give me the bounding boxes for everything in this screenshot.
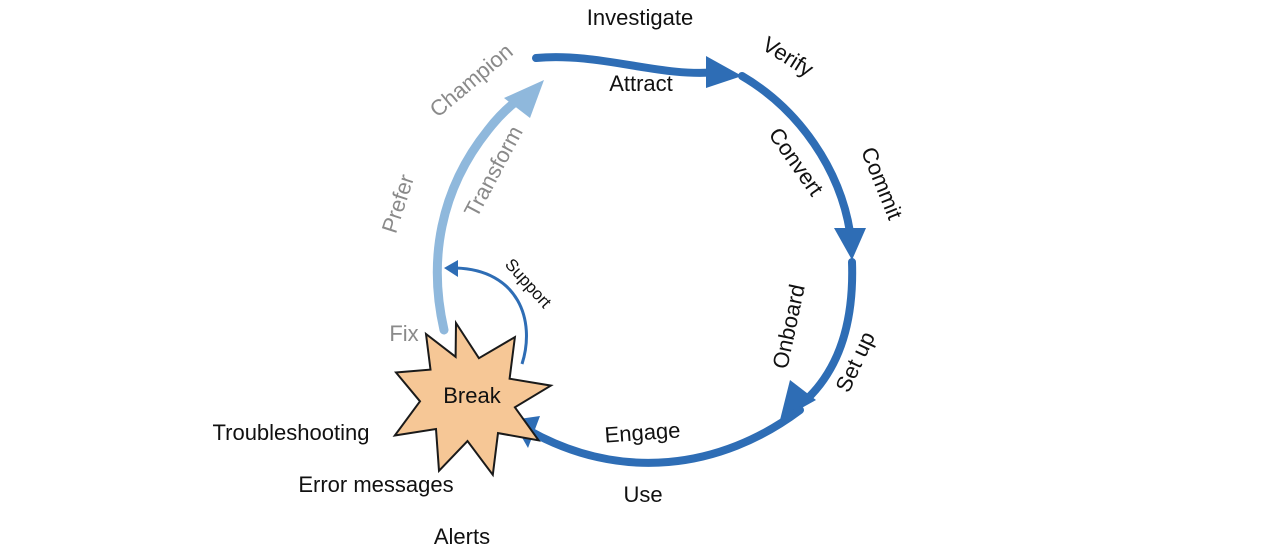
arrowhead-top xyxy=(706,56,742,88)
stage-convert: Convert xyxy=(764,123,829,200)
support-arrowhead xyxy=(444,260,458,277)
arrowhead-right-upper xyxy=(834,228,866,260)
arc-top-segment xyxy=(532,53,722,77)
stage-verify: Verify xyxy=(758,31,818,81)
break-item-error-messages: Error messages xyxy=(298,472,453,497)
arrowhead-light xyxy=(504,80,544,118)
arrowhead-right-lower xyxy=(780,380,816,420)
stage-onboard: Onboard xyxy=(768,282,810,371)
break-item-troubleshooting: Troubleshooting xyxy=(213,420,370,445)
arc-light-segment xyxy=(432,87,535,335)
stage-engage: Engage xyxy=(604,417,681,447)
break-label: Break xyxy=(443,383,501,408)
stage-prefer: Prefer xyxy=(377,171,419,236)
arc-bottom-segment xyxy=(524,406,804,467)
stage-use: Use xyxy=(623,482,662,507)
arc-right-upper-segment xyxy=(738,72,854,236)
stage-support: Support xyxy=(501,255,555,312)
stage-fix: Fix xyxy=(389,321,418,346)
break-star xyxy=(392,319,554,478)
stage-commit: Commit xyxy=(856,143,908,223)
arc-right-lower-segment xyxy=(802,258,857,404)
stage-attract: Attract xyxy=(609,71,673,96)
support-arc xyxy=(455,266,528,365)
stage-transform: Transform xyxy=(459,122,528,222)
stage-investigate: Investigate xyxy=(587,5,693,30)
break-item-alerts: Alerts xyxy=(434,524,490,549)
